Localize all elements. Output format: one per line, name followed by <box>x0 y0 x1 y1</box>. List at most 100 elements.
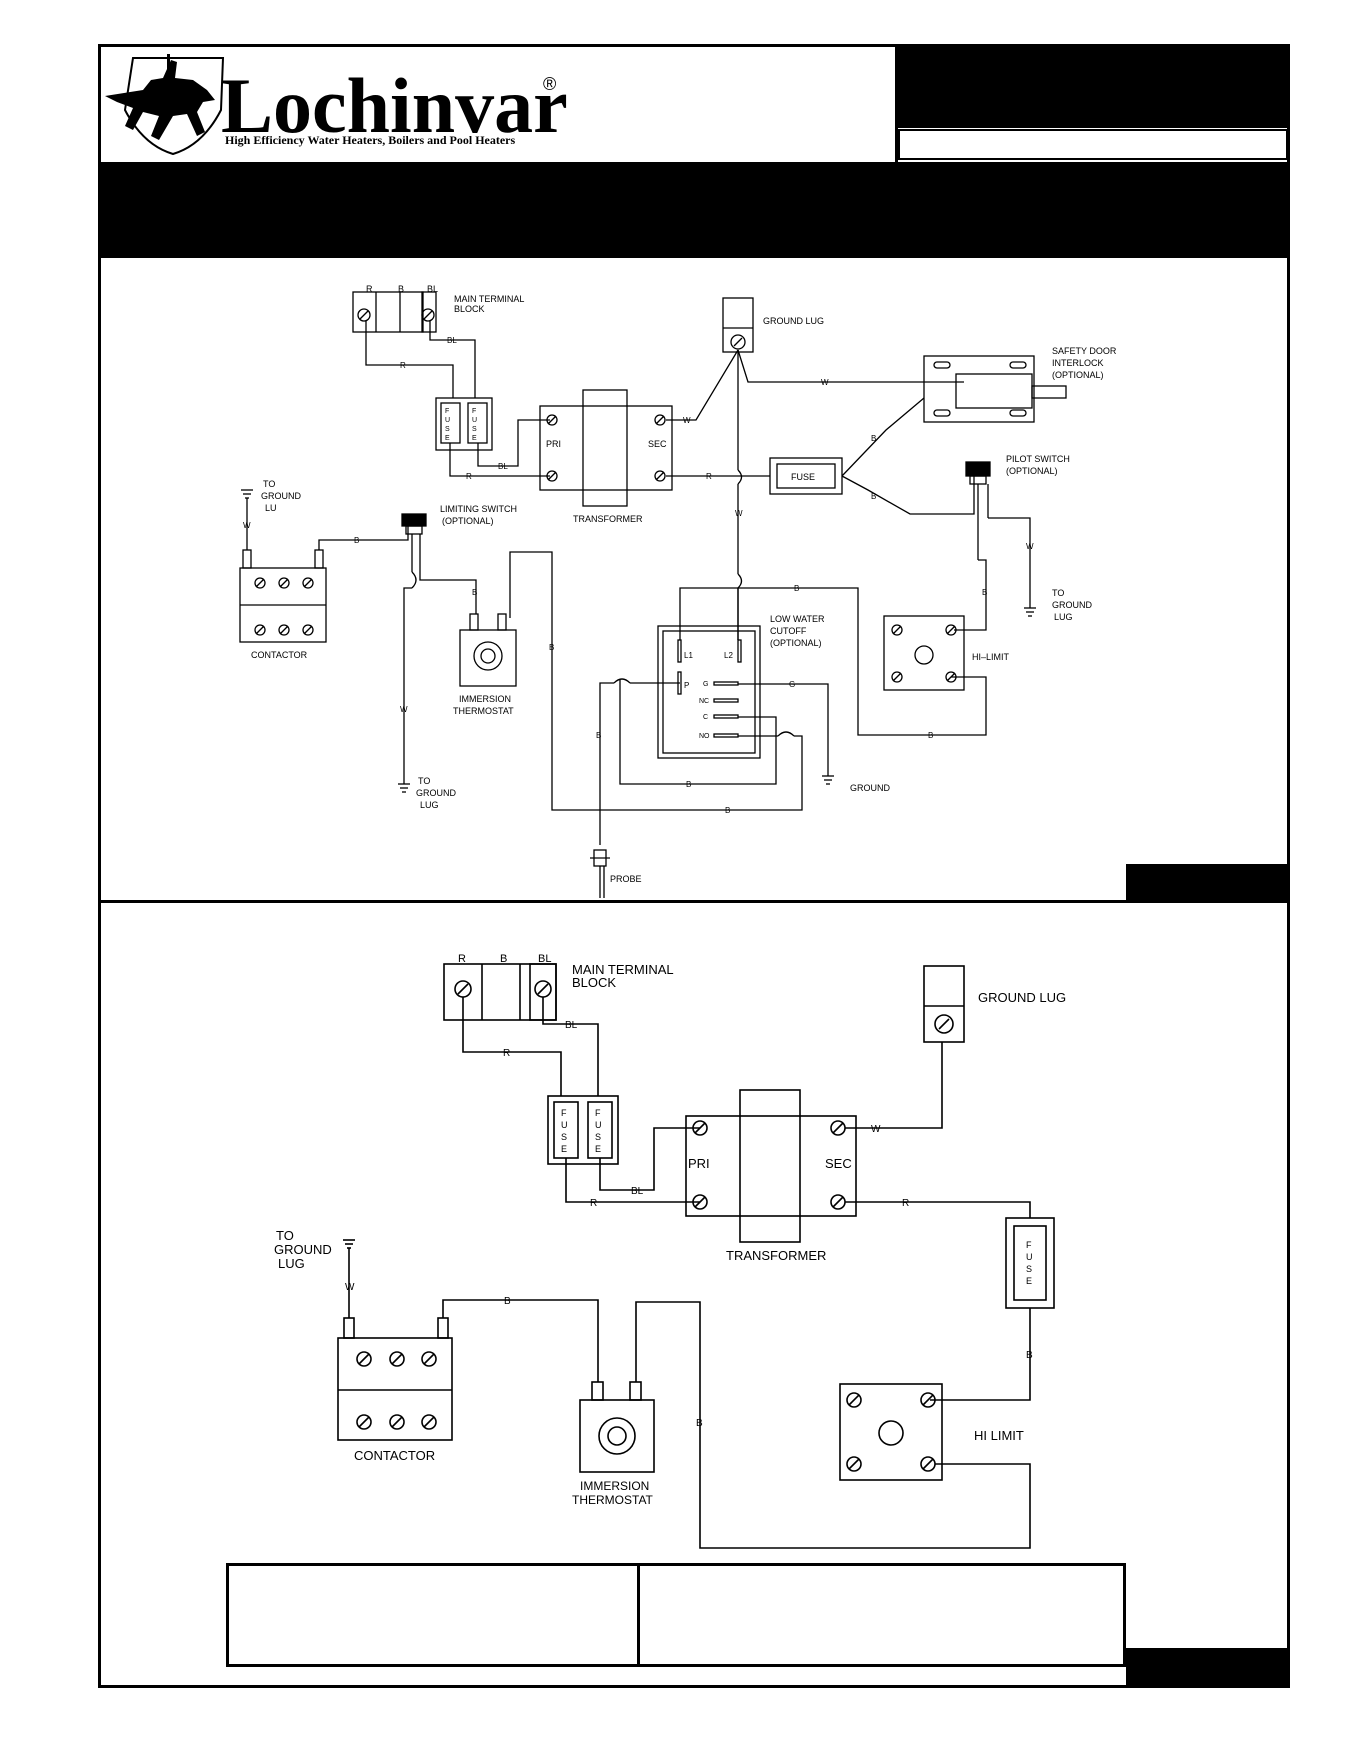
fuse2-left-2: U <box>561 1120 568 1130</box>
fuse2-single-1: F <box>1026 1240 1032 1250</box>
terminal2-b-label: B <box>500 953 507 965</box>
contactor-2 <box>337 1317 453 1441</box>
contactor2-label: CONTACTOR <box>354 1448 435 1463</box>
main-terminal2-label: MAIN TERMINAL <box>572 962 674 977</box>
fuse2-left-3: S <box>561 1132 567 1142</box>
header-right-strip <box>898 129 1288 160</box>
fuse-letter-left-2: U <box>445 417 450 424</box>
wire-label-w-1: W <box>683 416 691 425</box>
pri-label: PRI <box>546 439 561 449</box>
registered-mark: ® <box>543 74 556 94</box>
fuse2-right-2: U <box>595 1120 602 1130</box>
immersion-thermostat <box>459 613 517 687</box>
to-ground-lug2-2: GROUND <box>274 1242 332 1257</box>
knight-horse-icon <box>105 54 215 140</box>
ground-lug-label: GROUND LUG <box>763 316 824 326</box>
wire2-label-bl-2: BL <box>631 1186 644 1197</box>
immersion-label-2: THERMOSTAT <box>453 706 514 716</box>
limiting-switch <box>401 513 427 572</box>
wire-label-b-6: B <box>596 731 601 740</box>
fuse-letter-right-2: U <box>472 417 477 424</box>
fuse2-right-4: E <box>595 1144 601 1154</box>
fuse2-single-3: S <box>1026 1264 1032 1274</box>
to-ground-lu-label-1: TO <box>263 479 275 489</box>
pilot-switch-label-1: PILOT SWITCH <box>1006 454 1070 464</box>
wire2-label-r-1: R <box>503 1048 510 1059</box>
immersion2-label-2: THERMOSTAT <box>572 1493 654 1507</box>
ground-label: GROUND <box>850 783 890 793</box>
contactor <box>239 549 327 643</box>
wire-label-g: G <box>789 680 795 689</box>
terminal-bl-label: BL <box>427 284 438 294</box>
pri2-label: PRI <box>688 1156 710 1171</box>
to-ground-lug2-3: LUG <box>278 1256 305 1271</box>
probe <box>590 849 610 898</box>
wire-label-b-8: B <box>725 806 730 815</box>
terminal-b-label: B <box>398 284 404 294</box>
fuse-letter-left-1: F <box>445 408 449 415</box>
low-water-label-1: LOW WATER <box>770 614 825 624</box>
brand-logo: Lochinvar ® High Efficiency Water Heater… <box>103 50 893 158</box>
wire-label-w-6: W <box>400 705 408 714</box>
wire-label-b-9: B <box>549 643 554 652</box>
fuse-label: FUSE <box>791 472 815 482</box>
to-ground-lug-left-2: GROUND <box>416 788 456 798</box>
fuse2-left-4: E <box>561 1144 567 1154</box>
no-terminal-label: NO <box>699 733 710 740</box>
contactor-label: CONTACTOR <box>251 650 308 660</box>
immersion-label-1: IMMERSION <box>459 694 511 704</box>
header-right-black-block <box>898 44 1290 128</box>
to-ground-lug2-1: TO <box>276 1228 294 1243</box>
to-ground-lug-left-1: TO <box>418 776 430 786</box>
fuse-letter-right-1: F <box>472 408 476 415</box>
wire-label-b-4: B <box>928 731 933 740</box>
immersion2-label-1: IMMERSION <box>580 1479 649 1493</box>
safety-door-label-1: SAFETY DOOR <box>1052 346 1117 356</box>
wire2-label-w-2: W <box>345 1282 355 1293</box>
main-terminal-block-2 <box>443 963 557 1021</box>
fuse-pair <box>435 397 493 451</box>
fuse-letter-right-3: S <box>472 426 477 433</box>
to-ground-lug-left-3: LUG <box>420 800 439 810</box>
low-water-label-3: (OPTIONAL) <box>770 638 822 648</box>
fuse2-right-3: S <box>595 1132 601 1142</box>
limiting-switch-label-1: LIMITING SWITCH <box>440 504 517 514</box>
limiting-switch-label-2: (OPTIONAL) <box>442 516 494 526</box>
ground-symbol-bottom <box>822 775 834 785</box>
probe-label: PROBE <box>610 874 642 884</box>
wire-label-b-3: B <box>982 588 987 597</box>
ground-lug2-label: GROUND LUG <box>978 990 1066 1005</box>
immersion-thermostat-2 <box>579 1381 655 1473</box>
ground-symbol-left-bottom <box>398 783 410 793</box>
fuse-letter-right-4: E <box>472 435 477 442</box>
pilot-switch-label-2: (OPTIONAL) <box>1006 466 1058 476</box>
wire-label-b-1: B <box>871 434 876 443</box>
ground-symbol-2 <box>343 1239 355 1318</box>
to-ground-lu-label-3: LU <box>265 503 277 513</box>
hi-limit2-label: HI LIMIT <box>974 1428 1024 1443</box>
sec-label: SEC <box>648 439 667 449</box>
wire-label-b-7: B <box>686 780 691 789</box>
fuse2-right-1: F <box>595 1108 601 1118</box>
ground-symbol-left-top <box>241 489 253 550</box>
to-ground-lug-right-2: GROUND <box>1052 600 1092 610</box>
wire2-label-w: W <box>871 1124 881 1135</box>
safety-door-label-3: (OPTIONAL) <box>1052 370 1104 380</box>
fuse-pair-2 <box>547 1095 619 1165</box>
transformer-label: TRANSFORMER <box>573 514 643 524</box>
wire2-label-b-3: B <box>504 1296 511 1307</box>
ground-symbol-right <box>1024 607 1036 617</box>
wiring-diagram-1: R B BL MAIN TERMINAL BLOCK R BL F U S E … <box>239 284 1117 898</box>
main-terminal-block <box>352 291 437 333</box>
wire-label-bl-2: BL <box>498 462 508 471</box>
nc-terminal-label: NC <box>699 698 709 705</box>
section-tab-1 <box>1126 864 1290 902</box>
hi-limit-label: HI–LIMIT <box>972 652 1010 662</box>
safety-door-label-2: INTERLOCK <box>1052 358 1104 368</box>
low-water-label-2: CUTOFF <box>770 626 807 636</box>
fuse-letter-left-4: E <box>445 435 450 442</box>
terminal2-bl-label: BL <box>538 953 551 965</box>
bottom-info-table <box>226 1563 1126 1667</box>
fuse2-single-4: E <box>1026 1276 1032 1286</box>
fuse-letter-left-3: S <box>445 426 450 433</box>
